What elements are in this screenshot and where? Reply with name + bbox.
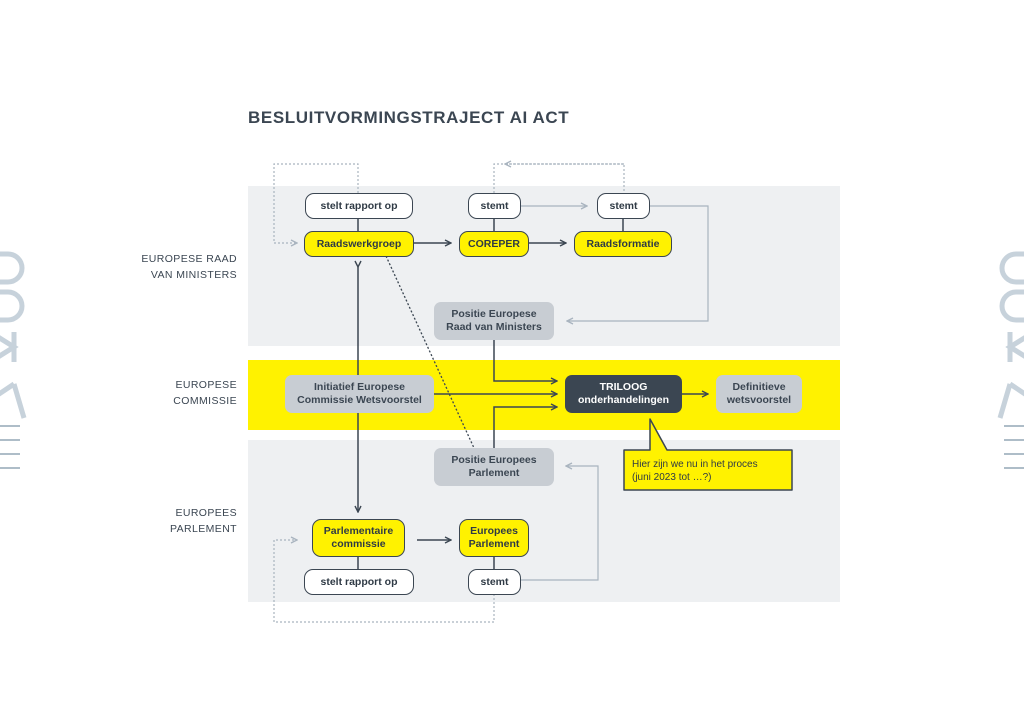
node-stemt-parlement: stemt (468, 569, 521, 595)
node-raadsformatie: Raadsformatie (574, 231, 672, 257)
node-stemt-coreper: stemt (468, 193, 521, 219)
node-coreper: COREPER (459, 231, 529, 257)
callout-bubble (623, 418, 793, 491)
node-raadswerkgroep: Raadswerkgroep (304, 231, 414, 257)
watermark-right (997, 251, 1024, 469)
node-stelt-rapport-op-parlement: stelt rapport op (304, 569, 414, 595)
node-stelt-rapport-op-raad: stelt rapport op (305, 193, 413, 219)
node-stemt-raadsformatie: stemt (597, 193, 650, 219)
callout-text: Hier zijn we nu in het proces(juni 2023 … (632, 459, 758, 483)
page-title: BESLUITVORMINGSTRAJECT AI ACT (248, 108, 570, 127)
watermark-left (0, 251, 27, 469)
